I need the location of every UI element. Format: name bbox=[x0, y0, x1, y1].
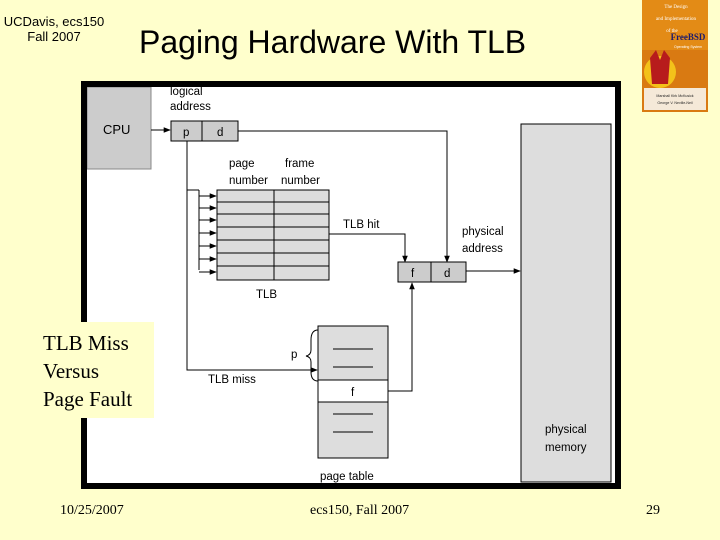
physical-address-label-2: address bbox=[462, 243, 503, 255]
physical-memory-box bbox=[520, 123, 612, 483]
physical-offset-field: d bbox=[444, 268, 450, 280]
page-table-label: page table bbox=[320, 471, 374, 483]
tlb-miss-callout: TLB Miss Versus Page Fault bbox=[36, 322, 154, 418]
book-cover-title-3: of the bbox=[666, 29, 678, 34]
tlb-label: TLB bbox=[256, 289, 277, 301]
slide-number: 29 bbox=[646, 503, 660, 518]
callout-line-3: Page Fault bbox=[43, 387, 133, 411]
course-term: Fall 2007 bbox=[27, 29, 81, 44]
cpu-label: CPU bbox=[103, 122, 130, 137]
page-table-index-label: p bbox=[291, 349, 297, 361]
tlb-hit-label: TLB hit bbox=[343, 219, 380, 231]
callout-line-2: Versus bbox=[43, 359, 99, 383]
page-number-header-1: page bbox=[229, 158, 255, 170]
page-number-header-2: number bbox=[229, 175, 268, 187]
slide-title: Paging Hardware With TLB bbox=[139, 24, 527, 60]
book-cover-title-2: and Implementation bbox=[656, 17, 697, 22]
physical-memory-label-1: physical bbox=[545, 424, 587, 436]
logical-offset-field: d bbox=[217, 127, 223, 139]
page-index-brace bbox=[305, 329, 319, 382]
tlb-miss-label: TLB miss bbox=[208, 374, 256, 386]
logical-address-label-2: address bbox=[170, 101, 211, 113]
cpu-box bbox=[87, 87, 152, 170]
footer-course: ecs150, Fall 2007 bbox=[310, 503, 410, 518]
course-label: UCDavis, ecs150 Fall 2007 bbox=[0, 14, 108, 44]
physical-address-label-1: physical bbox=[462, 226, 504, 238]
book-cover-author-2: George V. Neville-Neil bbox=[657, 101, 692, 105]
footer-date: 10/25/2007 bbox=[60, 503, 124, 518]
page-table-frame-entry: f bbox=[351, 387, 355, 399]
logical-page-field: p bbox=[183, 127, 189, 139]
logical-address-box bbox=[170, 120, 239, 142]
frame-number-header-1: frame bbox=[285, 158, 314, 170]
book-cover-author-1: Marshall Kirk McKusick bbox=[656, 94, 693, 98]
frame-number-header-2: number bbox=[281, 175, 320, 187]
page-table bbox=[317, 325, 389, 459]
tlb-table bbox=[216, 189, 330, 281]
book-cover-title-1: The Design bbox=[664, 5, 688, 10]
physical-memory-label-2: memory bbox=[545, 442, 587, 454]
paging-diagram: CPU logical address p d page number fram… bbox=[87, 87, 615, 483]
book-cover-title-4: FreeBSD bbox=[671, 32, 706, 42]
physical-address-box bbox=[397, 261, 467, 283]
course-name: UCDavis, ecs150 bbox=[3, 14, 105, 29]
book-cover-subtitle: Operating System bbox=[674, 45, 702, 49]
physical-frame-field: f bbox=[411, 268, 415, 280]
book-cover-image: The Design and Implementation of the Fre… bbox=[642, 0, 708, 112]
logical-address-label-1: logical bbox=[170, 87, 203, 98]
callout-line-1: TLB Miss bbox=[43, 331, 129, 355]
